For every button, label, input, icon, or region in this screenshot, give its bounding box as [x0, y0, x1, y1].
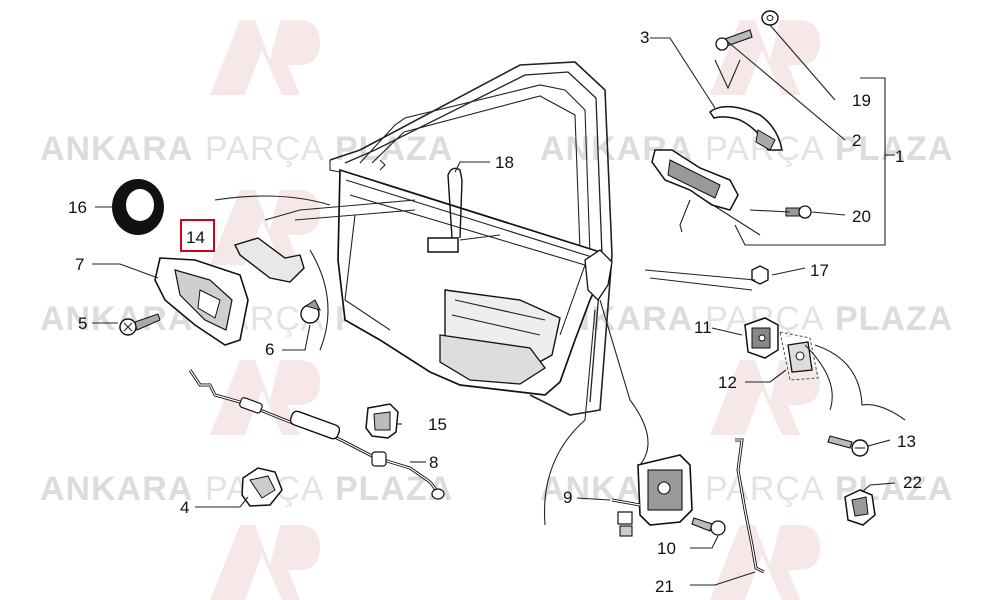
callout-21: 21 [655, 577, 674, 596]
callout-2: 2 [852, 131, 861, 150]
part-cover-4 [241, 467, 283, 507]
watermark-logo [210, 525, 320, 600]
callout-15: 15 [428, 415, 447, 434]
watermark-logo [210, 20, 320, 95]
callout-5: 5 [78, 314, 87, 333]
callout-9: 9 [563, 488, 572, 507]
callout-13: 13 [897, 432, 916, 451]
part-inner-handle [154, 257, 249, 346]
part-striker-11 [744, 317, 779, 359]
part-shim-12 [779, 331, 819, 381]
part-handle-carrier [651, 149, 739, 233]
door-hinge [584, 249, 613, 302]
lock-rod [447, 167, 463, 239]
callout-1: 1 [895, 147, 904, 166]
door-assembly [329, 61, 613, 416]
callout-labels: 3 19 2 1 20 17 11 12 13 22 9 10 21 18 16… [68, 28, 922, 596]
highlight-box [180, 219, 215, 252]
callout-3: 3 [640, 28, 649, 47]
watermark-brand-left: ANKARA [40, 470, 193, 508]
callout-4: 4 [180, 498, 189, 517]
part-cable-8 [188, 369, 445, 500]
watermark-brand-left: ANKARA [40, 130, 193, 168]
part-bolt-13 [827, 435, 869, 457]
highlighted-callout-14[interactable]: 14 [180, 219, 215, 252]
callout-7: 7 [75, 255, 84, 274]
part-door-lock-9 [611, 454, 693, 537]
part-clip-6 [300, 299, 321, 324]
part-nut-17 [751, 265, 769, 285]
part-grommet [112, 179, 164, 235]
callout-16: 16 [68, 198, 87, 217]
callout-14: 14 [186, 228, 205, 247]
callout-12: 12 [718, 373, 737, 392]
callout-20: 20 [852, 207, 871, 226]
callout-11: 11 [694, 318, 712, 337]
callout-10: 10 [657, 539, 676, 558]
callout-22: 22 [903, 473, 922, 492]
callout-19: 19 [852, 91, 871, 110]
watermark-brand-mid: PARÇA [705, 470, 825, 508]
callout-17: 17 [810, 261, 829, 280]
watermark-brand-right: PLAZA [335, 130, 453, 168]
callout-6: 6 [265, 340, 274, 359]
watermark-row-3: ANKARA PARÇA PLAZA ANKARA PARÇA PLAZA [40, 470, 952, 508]
leader-lines [92, 24, 906, 586]
part-handle-cover [234, 237, 305, 283]
door-pocket [439, 334, 546, 385]
watermark-logo [710, 360, 820, 435]
part-cap-22 [844, 489, 876, 526]
part-screw-20 [785, 205, 812, 219]
part-outer-handle [708, 106, 783, 151]
part-washer-19 [761, 10, 779, 26]
watermark-brand-mid: PARÇA [205, 130, 325, 168]
watermark-logo [710, 525, 820, 600]
watermark-brand-right: PLAZA [835, 300, 953, 338]
callout-8: 8 [429, 453, 438, 472]
handle-recess [427, 237, 459, 253]
watermark-row-1: ANKARA PARÇA PLAZA ANKARA PARÇA PLAZA [40, 130, 953, 168]
watermark-brand-right: PLAZA [835, 130, 953, 168]
watermark-brand-right: PLAZA [335, 470, 453, 508]
callout-18: 18 [495, 153, 514, 172]
watermark-brand-left: ANKARA [40, 300, 193, 338]
part-clip-15 [365, 403, 399, 439]
part-screw-10 [691, 517, 726, 536]
part-screw-5 [119, 313, 161, 336]
